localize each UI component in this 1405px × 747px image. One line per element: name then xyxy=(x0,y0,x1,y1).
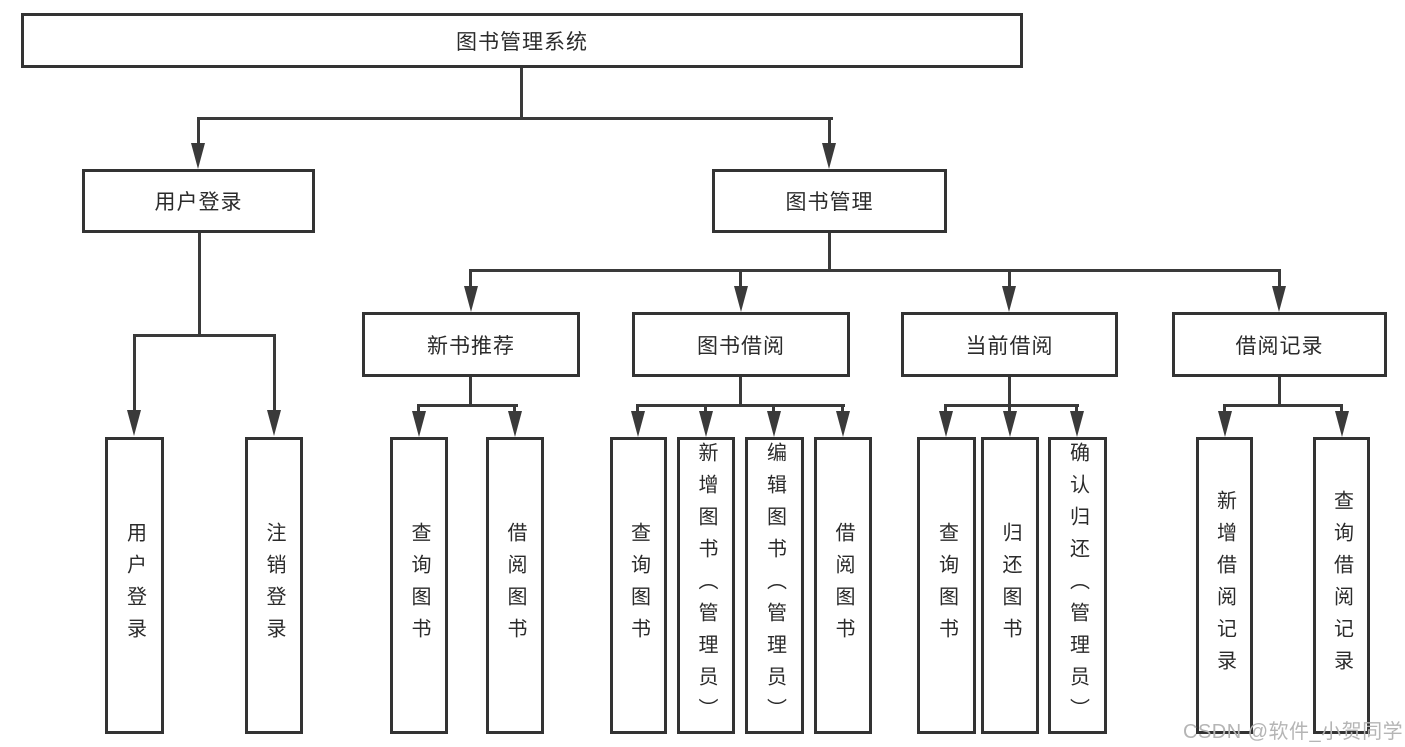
leaf-borrow-books-1: 借阅图书 xyxy=(486,437,544,734)
arrowhead-leaf-borrow-books-2 xyxy=(836,411,850,437)
node-label: 图书管理 xyxy=(785,191,874,214)
connector-drop xyxy=(1340,406,1343,414)
leaf-label: 归还图书 xyxy=(999,521,1021,650)
arrowhead-current-borrowing xyxy=(1002,286,1016,312)
connector-borrow-records-stem xyxy=(1278,377,1281,406)
leaf-confirm-return-admin: 确认归还（管理员） xyxy=(1048,437,1107,734)
leaf-logout: 注销登录 xyxy=(245,437,303,734)
arrowhead-leaf-query-books-2 xyxy=(631,411,645,437)
leaf-user-login: 用户登录 xyxy=(105,437,164,734)
leaf-label: 确认归还（管理员） xyxy=(1066,441,1089,730)
connector-drop-new-book xyxy=(469,271,472,288)
leaf-label: 用户登录 xyxy=(123,521,146,650)
connector-drop-user-login xyxy=(197,119,200,145)
connector-drop xyxy=(772,406,775,414)
arrowhead-leaf-query-borrow-record xyxy=(1335,411,1349,437)
node-label: 用户登录 xyxy=(154,191,243,214)
node-label: 图书借阅 xyxy=(697,334,785,358)
leaf-query-books-3: 查询图书 xyxy=(917,437,976,734)
leaf-label: 借阅图书 xyxy=(504,521,526,650)
arrowhead-leaf-add-borrow-record xyxy=(1218,411,1232,437)
arrowhead-leaf-logout xyxy=(267,410,281,436)
connector-user-login-branch xyxy=(133,334,276,337)
leaf-add-borrow-record: 新增借阅记录 xyxy=(1196,437,1253,734)
connector-book-borrowing-branch xyxy=(636,404,845,407)
connector-drop xyxy=(1075,406,1078,414)
arrowhead-leaf-user-login xyxy=(127,410,141,436)
node-book-borrowing: 图书借阅 xyxy=(632,312,850,377)
leaf-edit-book-admin: 编辑图书（管理员） xyxy=(745,437,804,734)
arrowhead-leaf-return-book xyxy=(1003,411,1017,437)
leaf-label: 新增借阅记录 xyxy=(1213,489,1236,682)
csdn-watermark: CSDN @软件_小贺同学 xyxy=(1183,721,1404,743)
connector-current-borrowing-branch xyxy=(944,404,1079,407)
leaf-query-books-2: 查询图书 xyxy=(610,437,667,734)
node-book-management: 图书管理 xyxy=(712,169,947,233)
leaf-label: 新增图书（管理员） xyxy=(695,441,717,730)
leaf-borrow-books-2: 借阅图书 xyxy=(814,437,872,734)
arrowhead-book-management xyxy=(822,143,836,169)
leaf-label: 查询图书 xyxy=(935,521,958,650)
connector-drop xyxy=(841,406,844,414)
leaf-label: 注销登录 xyxy=(263,521,285,650)
connector-drop xyxy=(944,406,947,414)
arrowhead-leaf-confirm-return xyxy=(1070,411,1084,437)
arrowhead-leaf-edit-book xyxy=(767,411,781,437)
arrowhead-user-login xyxy=(191,143,205,169)
connector-level2-branch xyxy=(197,117,833,120)
leaf-query-borrow-record: 查询借阅记录 xyxy=(1313,437,1370,734)
leaf-label: 查询借阅记录 xyxy=(1330,489,1353,682)
leaf-return-book: 归还图书 xyxy=(981,437,1039,734)
connector-drop xyxy=(417,406,420,414)
connector-root-stem xyxy=(520,68,523,120)
leaf-add-book-admin: 新增图书（管理员） xyxy=(677,437,735,734)
connector-drop xyxy=(704,406,707,414)
node-label: 借阅记录 xyxy=(1235,334,1324,358)
node-borrow-records: 借阅记录 xyxy=(1172,312,1387,377)
connector-drop-borrow-records xyxy=(1278,271,1281,288)
connector-drop-book-borrowing xyxy=(739,271,742,288)
connector-drop-leaf-user-login xyxy=(133,336,136,412)
node-library-management-system: 图书管理系统 xyxy=(21,13,1023,68)
connector-new-book-stem xyxy=(469,377,472,406)
arrowhead-new-book xyxy=(464,286,478,312)
node-label: 新书推荐 xyxy=(427,334,515,358)
connector-drop-book-management xyxy=(828,119,831,145)
arrowhead-leaf-query-books-1 xyxy=(412,411,426,437)
leaf-label: 查询图书 xyxy=(627,521,650,650)
connector-current-borrowing-stem xyxy=(1008,377,1011,406)
connector-new-book-branch xyxy=(417,404,518,407)
leaf-label: 编辑图书（管理员） xyxy=(763,441,786,730)
connector-drop-current-borrowing xyxy=(1008,271,1011,288)
connector-book-borrowing-stem xyxy=(739,377,742,406)
connector-user-login-stem xyxy=(198,233,201,336)
connector-drop xyxy=(1008,406,1011,414)
connector-drop xyxy=(513,406,516,414)
node-new-book-recommend: 新书推荐 xyxy=(362,312,580,377)
arrowhead-leaf-query-books-3 xyxy=(939,411,953,437)
node-label: 当前借阅 xyxy=(965,334,1054,358)
arrowhead-leaf-add-book xyxy=(699,411,713,437)
arrowhead-book-borrowing xyxy=(734,286,748,312)
connector-drop xyxy=(636,406,639,414)
leaf-label: 借阅图书 xyxy=(832,521,854,650)
arrowhead-borrow-records xyxy=(1272,286,1286,312)
connector-drop xyxy=(1223,406,1226,414)
arrowhead-leaf-borrow-books-1 xyxy=(508,411,522,437)
node-label: 图书管理系统 xyxy=(456,30,588,54)
leaf-query-books-1: 查询图书 xyxy=(390,437,448,734)
node-current-borrowing: 当前借阅 xyxy=(901,312,1118,377)
connector-drop-leaf-logout xyxy=(273,336,276,412)
connector-borrow-records-branch xyxy=(1223,404,1343,407)
connector-level3-branch xyxy=(469,269,1281,272)
node-user-login: 用户登录 xyxy=(82,169,315,233)
connector-book-management-stem xyxy=(828,233,831,272)
leaf-label: 查询图书 xyxy=(408,521,430,650)
